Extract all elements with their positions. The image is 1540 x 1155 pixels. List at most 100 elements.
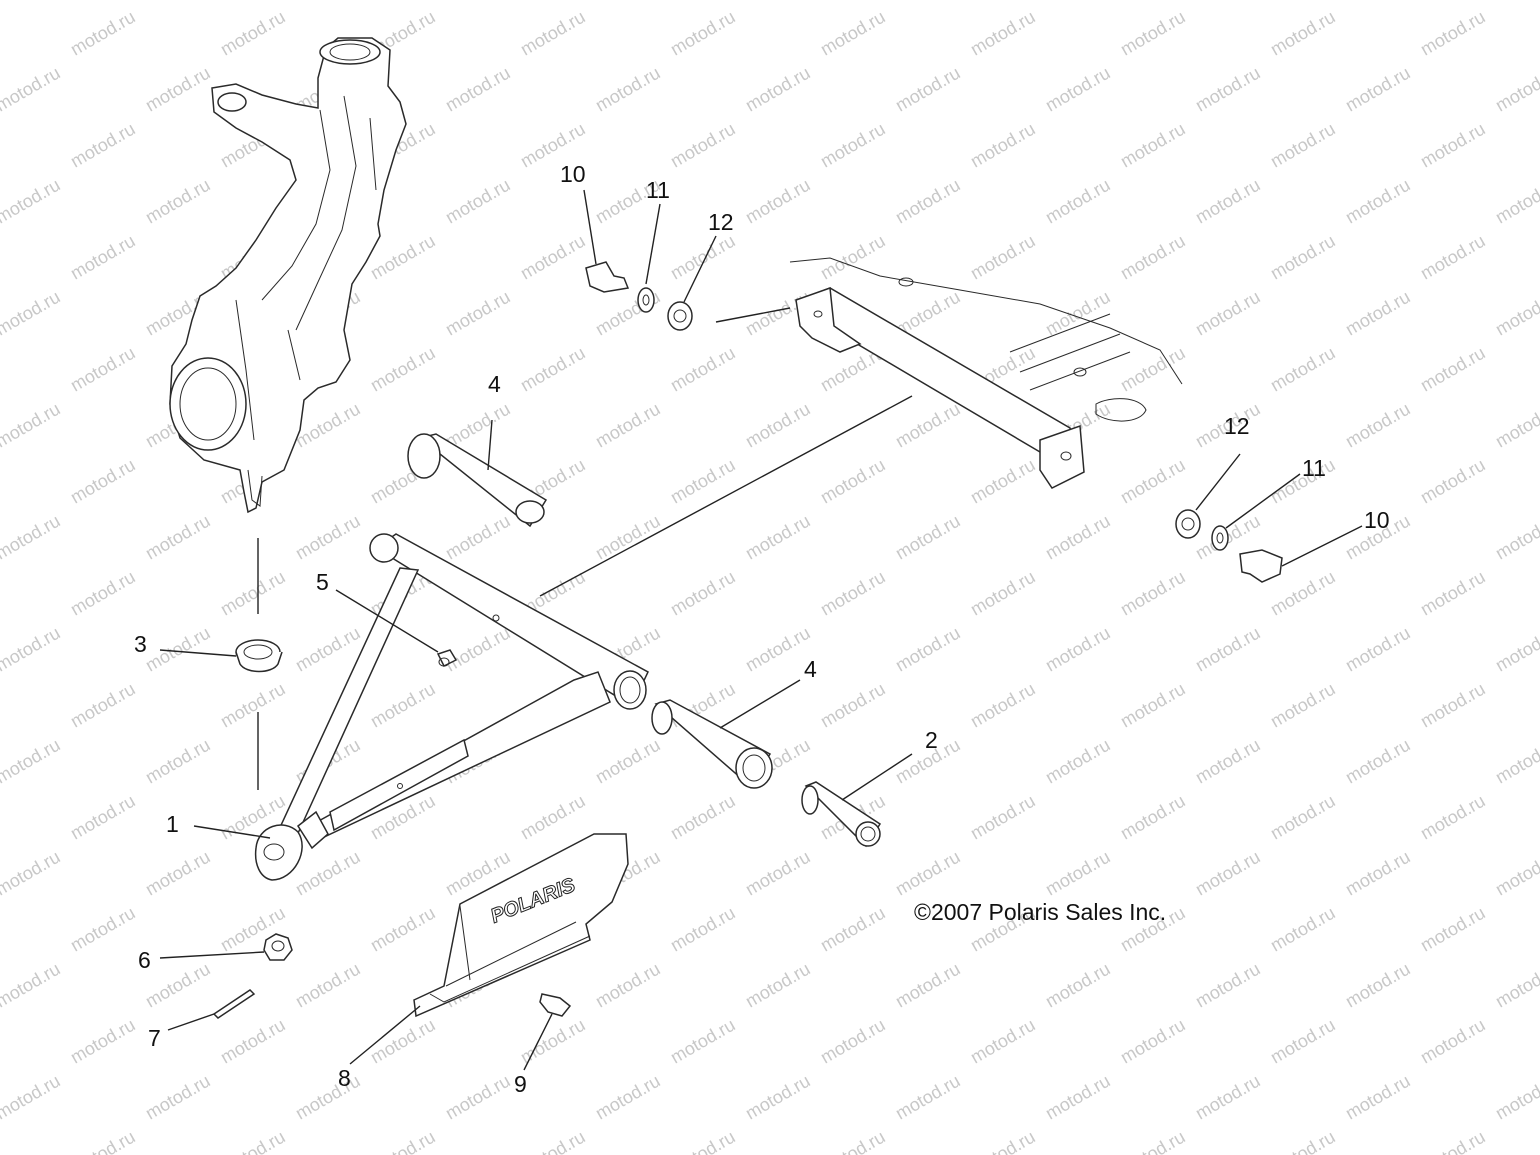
watermark-text: motod.ru xyxy=(1042,287,1114,340)
watermark-text: motod.ru xyxy=(892,1071,964,1124)
watermark-text: motod.ru xyxy=(592,399,664,452)
leader-lines xyxy=(159,189,1363,1071)
watermark-text: motod.ru xyxy=(1492,1071,1540,1124)
watermark-text: motod.ru xyxy=(0,287,64,340)
watermark-text: motod.ru xyxy=(1342,847,1414,900)
watermark-text: motod.ru xyxy=(517,1015,589,1068)
callout-10-upper: 10 xyxy=(560,161,586,187)
watermark-text: motod.ru xyxy=(667,791,739,844)
watermark-text: motod.ru xyxy=(667,455,739,508)
watermark-text: motod.ru xyxy=(217,679,289,732)
watermark-text: motod.ru xyxy=(67,679,139,732)
watermark-text: motod.ru xyxy=(1042,511,1114,564)
bolt-upper xyxy=(585,261,630,293)
watermark-text: motod.ru xyxy=(1342,175,1414,228)
watermark-text: motod.ru xyxy=(517,1127,589,1155)
watermark-text: motod.ru xyxy=(1492,623,1540,676)
watermark-text: motod.ru xyxy=(1192,287,1264,340)
nut xyxy=(263,933,293,961)
bolt-lower xyxy=(1239,549,1283,583)
watermark-text: motod.ru xyxy=(142,0,214,3)
watermark-text: motod.ru xyxy=(742,959,814,1012)
watermark-text: motod.ru xyxy=(0,0,64,3)
watermark-text: motod.ru xyxy=(1342,399,1414,452)
watermark-text: motod.ru xyxy=(967,231,1039,284)
a-arm-guard: POLARIS xyxy=(413,833,629,1018)
watermark-text: motod.ru xyxy=(742,1071,814,1124)
watermark-text: motod.ru xyxy=(592,1071,664,1124)
pivot-sleeve xyxy=(801,781,882,848)
callout-11-lower: 11 xyxy=(1302,455,1326,481)
watermark-text: motod.ru xyxy=(742,399,814,452)
watermark-text: motod.ru xyxy=(0,847,64,900)
watermark-text: motod.ru xyxy=(1492,63,1540,116)
watermark-text: motod.ru xyxy=(217,1015,289,1068)
bushing-lower xyxy=(651,699,773,789)
watermark-text: motod.ru xyxy=(817,1127,889,1155)
watermark-text: motod.ru xyxy=(967,119,1039,172)
watermark-text: motod.ru xyxy=(292,623,364,676)
watermark-text: motod.ru xyxy=(517,231,589,284)
watermark-text: motod.ru xyxy=(442,287,514,340)
watermark-text: motod.ru xyxy=(1042,63,1114,116)
watermark-text: motod.ru xyxy=(817,903,889,956)
frame-crossmember xyxy=(789,257,1183,489)
watermark-text: motod.ru xyxy=(817,7,889,60)
watermark-text: motod.ru xyxy=(1492,511,1540,564)
watermark-text: motod.ru xyxy=(1267,119,1339,172)
watermark-text: motod.ru xyxy=(1117,1015,1189,1068)
watermark-text: motod.ru xyxy=(742,63,814,116)
watermark-text: motod.ru xyxy=(517,7,589,60)
watermark-text: motod.ru xyxy=(1042,0,1114,3)
lock-washer-lower xyxy=(1211,525,1229,551)
watermark-text: motod.ru xyxy=(1042,175,1114,228)
watermark-text: motod.ru xyxy=(1192,175,1264,228)
watermark-text: motod.ru xyxy=(67,903,139,956)
watermark-text: motod.ru xyxy=(1342,959,1414,1012)
watermark-text: motod.ru xyxy=(292,959,364,1012)
watermark-text: motod.ru xyxy=(1492,959,1540,1012)
watermark-text: motod.ru xyxy=(742,511,814,564)
watermark-text: motod.ru xyxy=(1267,679,1339,732)
callout-12-lower: 12 xyxy=(1224,413,1250,439)
watermark-text: motod.ru xyxy=(817,1015,889,1068)
watermark-text: motod.ru xyxy=(667,1015,739,1068)
watermark-text: motod.ru xyxy=(1267,903,1339,956)
watermark-text: motod.ru xyxy=(1192,959,1264,1012)
watermark-text: motod.ru xyxy=(1117,231,1189,284)
watermark-text: motod.ru xyxy=(1267,231,1339,284)
watermark-text: motod.ru xyxy=(1492,735,1540,788)
watermark-text: motod.ru xyxy=(0,511,64,564)
watermark-text: motod.ru xyxy=(892,399,964,452)
watermark-text: motod.ru xyxy=(292,1071,364,1124)
watermark-text: motod.ru xyxy=(592,63,664,116)
watermark-text: motod.ru xyxy=(67,7,139,60)
watermark-text: motod.ru xyxy=(442,0,514,3)
callout-6: 6 xyxy=(138,947,151,973)
watermark-text: motod.ru xyxy=(1192,63,1264,116)
callout-labels: 1 2 3 4 4 5 6 7 8 9 10 10 11 11 12 12 xyxy=(134,161,1390,1097)
washer-lower xyxy=(1175,509,1201,539)
watermark-text: motod.ru xyxy=(1342,63,1414,116)
watermark-text: motod.ru xyxy=(742,175,814,228)
watermark-text: motod.ru xyxy=(667,119,739,172)
callout-8: 8 xyxy=(338,1065,351,1091)
lock-washer-upper xyxy=(637,287,655,313)
watermark-text: motod.ru xyxy=(1342,287,1414,340)
watermark-text: motod.ru xyxy=(742,623,814,676)
steering-knuckle xyxy=(169,37,407,514)
watermark-text: motod.ru xyxy=(442,63,514,116)
watermark-text: motod.ru xyxy=(592,959,664,1012)
watermark-text: motod.ru xyxy=(142,959,214,1012)
watermark-text: motod.ru xyxy=(1267,791,1339,844)
watermark-text: motod.ru xyxy=(67,231,139,284)
watermark-text: motod.ru xyxy=(667,567,739,620)
watermark-text: motod.ru xyxy=(592,735,664,788)
watermark-text: motod.ru xyxy=(367,343,439,396)
watermark-text: motod.ru xyxy=(1417,7,1489,60)
watermark-text: motod.ru xyxy=(892,623,964,676)
watermark-text: motod.ru xyxy=(1342,735,1414,788)
callout-9: 9 xyxy=(514,1071,527,1097)
watermark-text: motod.ru xyxy=(1417,455,1489,508)
